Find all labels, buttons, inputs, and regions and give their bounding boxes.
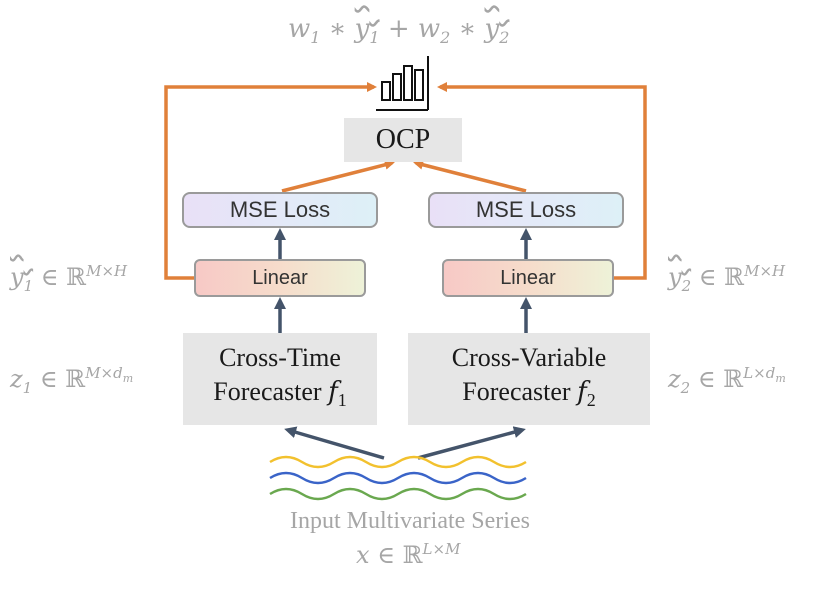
cross-variable-forecaster-title: Cross-Variable bbox=[451, 342, 607, 372]
combination-formula: w1 ∗ y1 + w2 ∗ y2 bbox=[288, 14, 509, 47]
left-y-label: y1 ∈ ℝM×H bbox=[10, 262, 128, 295]
right-mse-loss-box: MSE Loss bbox=[428, 192, 624, 228]
right-feedback-arrow bbox=[437, 82, 647, 280]
right-z-label: z2 ∈ ℝL×dm bbox=[668, 364, 786, 397]
cross-time-forecaster-title: Cross-Time bbox=[219, 342, 341, 372]
left-feedback-arrow bbox=[164, 82, 377, 280]
input-series-title: Input Multivariate Series bbox=[290, 508, 530, 534]
input-wave-series bbox=[269, 455, 527, 501]
right-mse-to-ocp-arrow bbox=[413, 159, 527, 193]
left-mse-loss-box: MSE Loss bbox=[182, 192, 378, 228]
input-series-formula: x ∈ ℝL×M bbox=[356, 540, 461, 569]
ocp-label: OCP bbox=[375, 124, 431, 155]
cross-time-forecaster-subtitle: Forecaster f1 bbox=[213, 376, 347, 411]
wave-blue bbox=[269, 471, 527, 485]
left-z-label: z1 ∈ ℝM×dm bbox=[10, 364, 134, 397]
right-y-label: y2 ∈ ℝM×H bbox=[668, 262, 786, 295]
input-to-right-forecaster-arrow bbox=[417, 426, 526, 460]
formula-w1: w1 bbox=[288, 14, 321, 48]
formula-y1: y1 bbox=[354, 14, 380, 48]
right-mse-loss-label: MSE Loss bbox=[475, 197, 577, 222]
left-mse-to-ocp-arrow bbox=[281, 159, 395, 193]
wave-yellow bbox=[269, 455, 527, 469]
formula-plus: + bbox=[387, 14, 410, 44]
left-mse-loss-label: MSE Loss bbox=[229, 197, 331, 222]
formula-mul-2: ∗ bbox=[458, 14, 477, 44]
right-linear-box: Linear bbox=[442, 259, 614, 297]
formula-w2: w2 bbox=[417, 14, 451, 48]
bar-chart-icon bbox=[376, 56, 429, 111]
input-to-left-forecaster-arrow bbox=[284, 426, 385, 460]
formula-y2: y2 bbox=[484, 14, 510, 48]
left-linear-label: Linear bbox=[252, 266, 308, 289]
right-linear-label: Linear bbox=[500, 266, 556, 289]
ocp-box: OCP bbox=[344, 118, 462, 162]
cross-variable-forecaster-subtitle: Forecaster f2 bbox=[462, 376, 596, 411]
cross-time-forecaster-box: Cross-Time Forecaster f1 bbox=[183, 333, 377, 425]
wave-green bbox=[269, 487, 527, 501]
formula-mul-1: ∗ bbox=[328, 14, 347, 44]
left-linear-box: Linear bbox=[194, 259, 366, 297]
cross-variable-forecaster-box: Cross-Variable Forecaster f2 bbox=[408, 333, 650, 425]
